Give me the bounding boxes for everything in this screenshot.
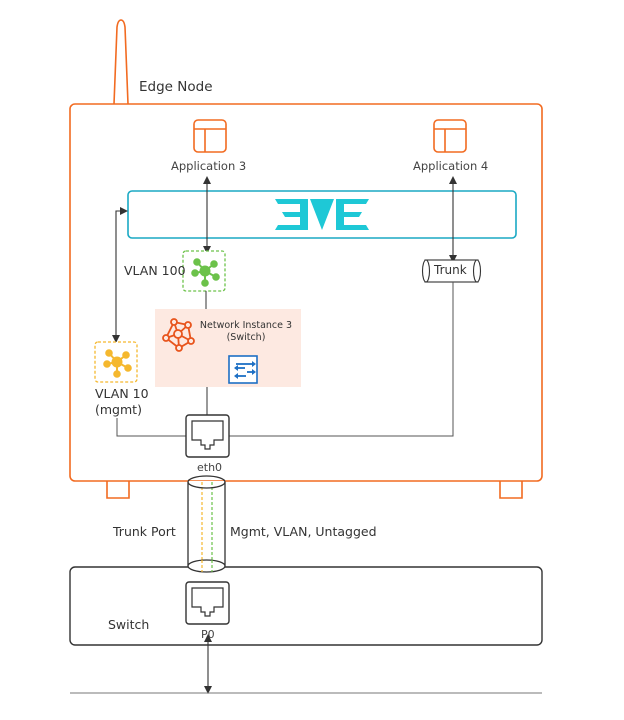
trunk-port-label: Trunk Port [113, 524, 176, 539]
switch-function-icon [228, 355, 258, 384]
application-4-icon[interactable] [433, 119, 467, 153]
trunk-eth0-link [229, 282, 454, 437]
application-3-icon[interactable] [193, 119, 227, 153]
network-instance-type: (Switch) [226, 332, 266, 344]
antenna [113, 19, 129, 105]
switch-box [69, 566, 543, 646]
vlan10-icon[interactable] [94, 341, 138, 383]
trunk-port-cable [187, 475, 226, 568]
vlan100-icon[interactable] [182, 250, 226, 292]
edge-node-foot-left [106, 481, 130, 499]
switch-label: Switch [108, 617, 150, 632]
eth0-label: eth0 [197, 461, 223, 474]
trunk-label: Trunk [434, 263, 467, 277]
p0-port-icon[interactable] [185, 581, 230, 625]
eve-logo-icon [275, 199, 369, 230]
vlan10-eve-link [112, 207, 128, 343]
network-instance-name: Network Instance 3 [199, 320, 293, 331]
vlan10-eth0-link [116, 418, 186, 437]
trunk-icon[interactable] [421, 259, 482, 283]
network-instance-label: Network Instance 3 (Switch) [196, 320, 296, 345]
trunk-port-cable-bottom [187, 559, 226, 573]
vlan10-label: VLAN 10 [95, 386, 149, 401]
vlan100-label: VLAN 100 [124, 263, 186, 278]
application-4-label: Application 4 [413, 159, 489, 173]
edge-node-box [69, 103, 543, 482]
network-instance-icon [162, 318, 195, 352]
trunk-port-carries-label: Mgmt, VLAN, Untagged [230, 524, 377, 539]
p0-label: P0 [201, 628, 215, 641]
vlan10-sublabel: (mgmt) [95, 402, 142, 417]
application-3-label: Application 3 [171, 159, 247, 173]
edge-node-label: Edge Node [139, 79, 213, 95]
edge-node-foot-right [499, 481, 523, 499]
eth0-port-icon[interactable] [185, 414, 230, 458]
